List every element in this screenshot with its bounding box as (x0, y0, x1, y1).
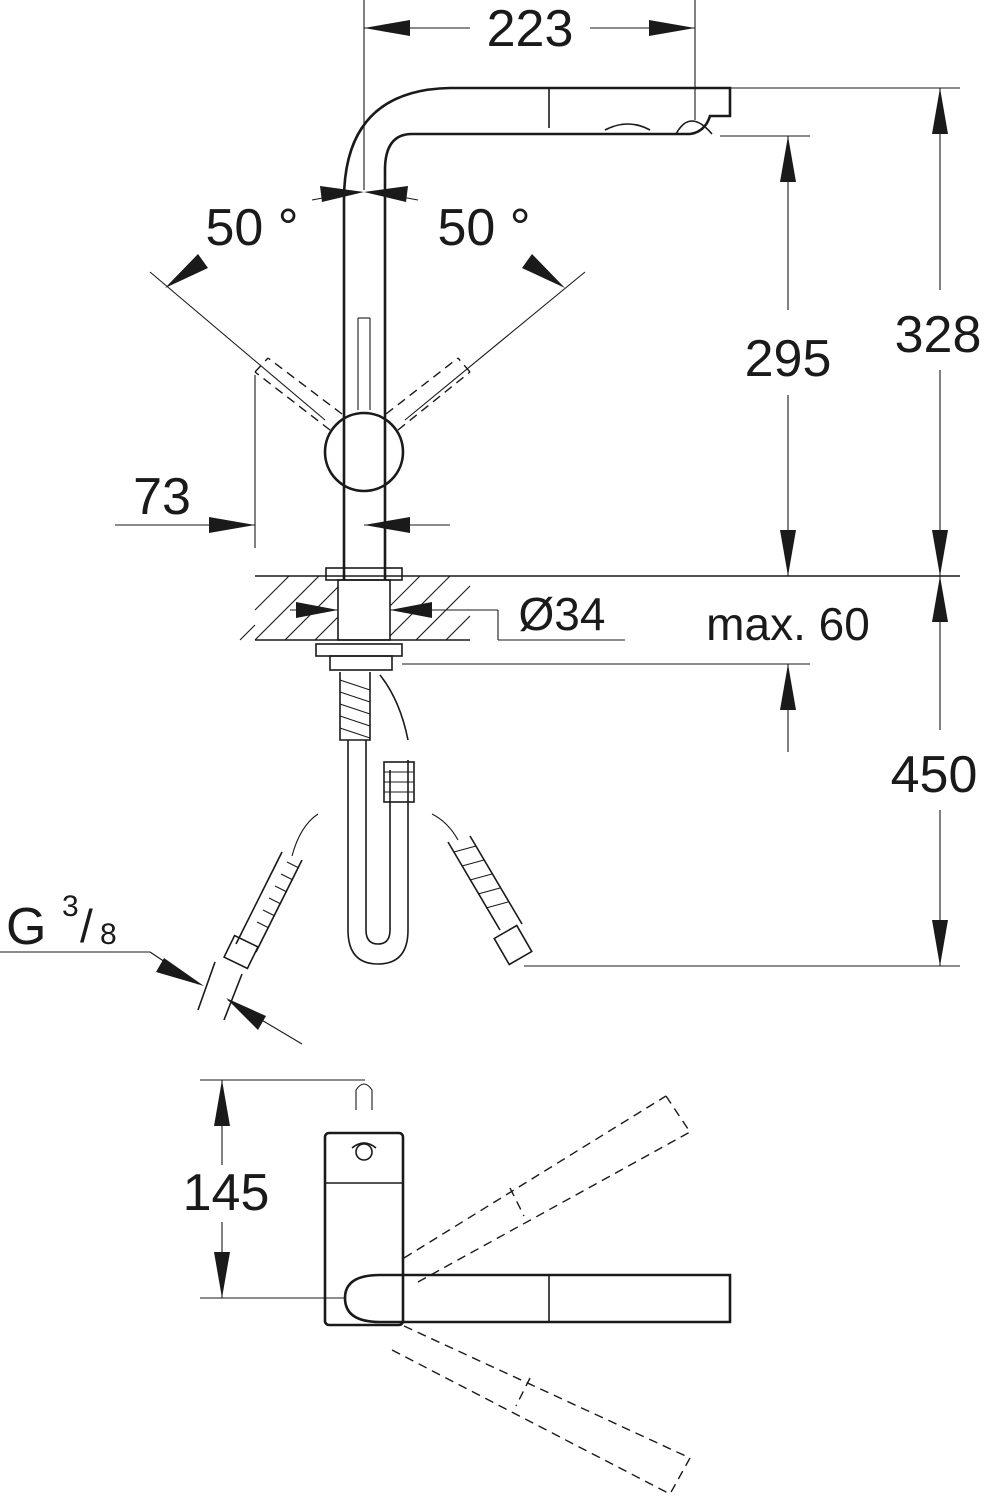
dim-connection-den: 8 (100, 918, 117, 951)
dim-plan-depth: 145 (183, 1164, 270, 1222)
faucet-side-view (197, 86, 960, 1021)
countertop-hatching (239, 575, 471, 641)
dim-total-height: 328 (895, 306, 982, 364)
faucet-plan-view (200, 1079, 732, 1495)
dim-hose-length: 450 (891, 746, 978, 804)
dim-hole-diameter: Ø34 (519, 588, 606, 640)
dim-swivel-left: 50 ° (205, 199, 298, 257)
dim-max-thickness: max. 60 (706, 598, 870, 650)
dimension-lines (0, 0, 960, 1045)
dim-connection-sep: / (80, 900, 93, 952)
dim-connection-num: 3 (62, 890, 79, 923)
dim-lever-offset: 73 (133, 468, 191, 526)
dim-spout-height: 295 (745, 330, 832, 388)
dimension-labels: 223 50 ° 50 ° 328 295 73 Ø34 max. 60 450… (6, 0, 981, 1222)
dim-swivel-right: 50 ° (437, 199, 530, 257)
dim-connection-prefix: G (6, 898, 46, 956)
dim-spout-reach: 223 (487, 0, 574, 58)
